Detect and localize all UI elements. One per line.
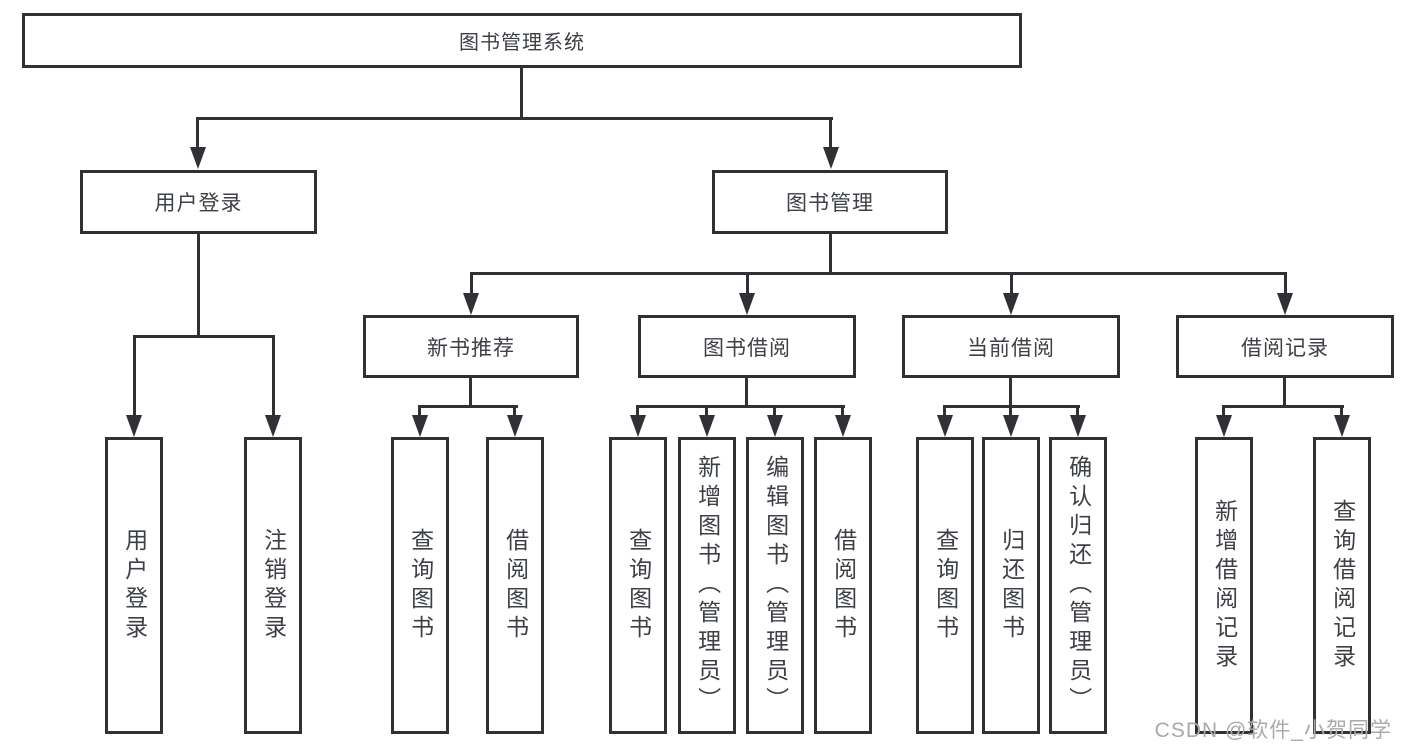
node-user-login: 用户登录 <box>80 170 317 234</box>
node-book-borrowing: 图书借阅 <box>638 315 856 378</box>
connector-line <box>1340 405 1343 417</box>
connector-line <box>470 272 473 295</box>
node-borrowing-records: 借阅记录 <box>1176 315 1394 378</box>
connector-line <box>943 405 946 417</box>
leaf-confirm-return-admin: 确认归还（管理员） <box>1049 437 1107 734</box>
node-new-book-recommendation: 新书推荐 <box>363 315 579 378</box>
arrow-down-icon <box>937 415 953 437</box>
node-label: 新书推荐 <box>427 336 515 360</box>
node-label: 借阅记录 <box>1241 336 1329 360</box>
connector-line <box>841 405 844 417</box>
connector-line <box>829 117 832 149</box>
node-label: 新增图书（管理员） <box>694 455 721 716</box>
arrow-down-icon <box>699 415 715 437</box>
node-label: 归还图书 <box>998 527 1025 644</box>
arrow-down-icon <box>507 415 523 437</box>
leaf-add-book-admin: 新增图书（管理员） <box>678 437 736 734</box>
connector-line <box>196 117 199 149</box>
connector-line <box>418 405 518 408</box>
leaf-search-books-recommend: 查询图书 <box>391 437 449 734</box>
leaf-search-books-borrowing: 查询图书 <box>609 437 667 734</box>
connector-line <box>133 335 275 338</box>
connector-line <box>1009 378 1012 405</box>
connector-line <box>1009 405 1012 417</box>
node-label: 图书借阅 <box>703 336 791 360</box>
csdn-watermark: CSDN @软件_小贺同学 <box>1154 719 1392 742</box>
connector-line <box>469 378 472 405</box>
connector-line <box>1222 405 1225 417</box>
connector-line <box>196 117 833 120</box>
leaf-borrow-books-borrowing: 借阅图书 <box>814 437 872 734</box>
arrow-down-icon <box>1277 293 1293 315</box>
node-label: 借阅图书 <box>502 527 529 644</box>
node-label: 注销登录 <box>260 527 287 644</box>
leaf-user-login: 用户登录 <box>105 437 163 734</box>
arrow-down-icon <box>767 415 783 437</box>
node-label: 用户登录 <box>154 192 243 215</box>
node-label: 编辑图书（管理员） <box>762 455 789 716</box>
node-label: 图书管理系统 <box>459 32 585 54</box>
connector-line <box>636 405 845 408</box>
connector-line <box>636 405 639 417</box>
arrow-down-icon <box>630 415 646 437</box>
connector-line <box>1010 272 1013 295</box>
leaf-borrow-books-recommend: 借阅图书 <box>486 437 544 734</box>
arrow-down-icon <box>1003 415 1019 437</box>
connector-line <box>829 234 832 272</box>
connector-line <box>520 68 523 117</box>
leaf-add-borrow-record: 新增借阅记录 <box>1195 437 1253 734</box>
leaf-logout: 注销登录 <box>244 437 302 734</box>
arrow-down-icon <box>835 415 851 437</box>
connector-line <box>746 272 749 295</box>
connector-line <box>197 234 200 335</box>
arrow-down-icon <box>265 415 281 437</box>
arrow-down-icon <box>1334 415 1350 437</box>
leaf-return-book: 归还图书 <box>982 437 1040 734</box>
connector-line <box>513 405 516 417</box>
arrow-down-icon <box>1070 415 1086 437</box>
connector-line <box>745 378 748 405</box>
node-book-management-system: 图书管理系统 <box>22 13 1022 68</box>
connector-line <box>1284 272 1287 295</box>
leaf-edit-book-admin: 编辑图书（管理员） <box>746 437 804 734</box>
connector-line <box>133 335 136 416</box>
node-label: 新增借阅记录 <box>1211 498 1238 673</box>
node-book-management: 图书管理 <box>712 170 948 234</box>
node-label: 确认归还（管理员） <box>1065 455 1092 716</box>
node-label: 查询图书 <box>407 527 434 644</box>
connector-line <box>1076 405 1079 417</box>
arrow-down-icon <box>126 415 142 437</box>
connector-line <box>773 405 776 417</box>
node-current-borrowing: 当前借阅 <box>902 315 1120 378</box>
arrow-down-icon <box>1216 415 1232 437</box>
node-label: 查询图书 <box>932 527 959 644</box>
arrow-down-icon <box>739 293 755 315</box>
leaf-search-borrow-record: 查询借阅记录 <box>1313 437 1371 734</box>
leaf-search-books-current: 查询图书 <box>916 437 974 734</box>
connector-line <box>272 335 275 416</box>
node-label: 当前借阅 <box>967 336 1055 360</box>
arrow-down-icon <box>190 147 206 169</box>
arrow-down-icon <box>412 415 428 437</box>
arrow-down-icon <box>823 147 839 169</box>
node-label: 查询借阅记录 <box>1329 498 1356 673</box>
connector-line <box>470 272 1287 275</box>
node-label: 用户登录 <box>121 527 148 644</box>
arrow-down-icon <box>463 293 479 315</box>
connector-line <box>1283 378 1286 405</box>
node-label: 查询图书 <box>625 527 652 644</box>
arrow-down-icon <box>1003 293 1019 315</box>
node-label: 借阅图书 <box>830 527 857 644</box>
node-label: 图书管理 <box>786 192 874 215</box>
connector-line <box>418 405 421 417</box>
connector-line <box>705 405 708 417</box>
connector-line <box>1222 405 1344 408</box>
